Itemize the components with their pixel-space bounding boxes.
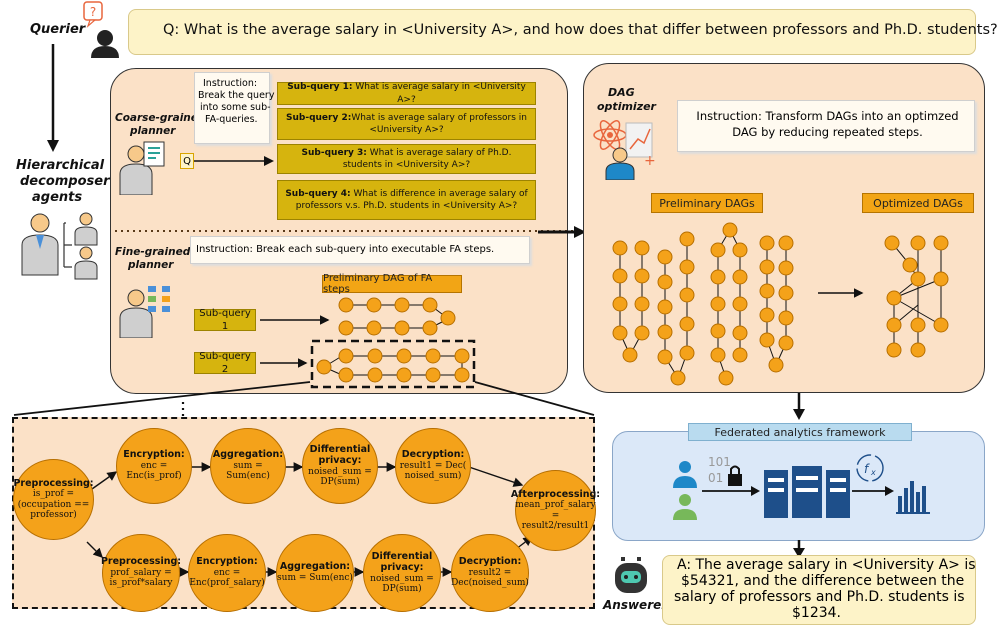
coarse-instruction-line-2: Break the query (198, 90, 275, 101)
dag-instruction-text: Instruction: Transform DAGs into an opti… (696, 109, 959, 140)
querier-icon: ? (83, 1, 119, 58)
question-text: Q: What is the average salary in <Univer… (163, 22, 997, 38)
coarse-to-subquery-arrow (194, 156, 274, 166)
svg-text:?: ? (90, 5, 96, 19)
fine-planner-icon (118, 282, 176, 339)
coarse-instruction-note (194, 72, 270, 144)
decomposer-agents-icon (14, 205, 104, 280)
fine-planner-label-1: Fine-grained (115, 246, 191, 258)
optimizer-to-framework-arrow (793, 393, 805, 420)
fa-framework-tag: Federated analytics framework (688, 423, 912, 441)
fine-instruction-text: Instruction: Break each sub-query into e… (196, 244, 495, 255)
q-token: Q (180, 153, 194, 169)
fa-step-encryption-1: Encryption:enc =Enc(is_prof) (116, 428, 192, 504)
prelim-dags-tag: Preliminary DAGs (651, 193, 763, 213)
server-icon (764, 466, 850, 518)
fa-step-aggregation-1: Aggregation:sum = Sum(enc) (210, 428, 286, 504)
dags-diagram (612, 222, 949, 386)
coarse-planner-icon (118, 140, 170, 196)
coarse-planner-label-2: planner (130, 125, 176, 137)
dag-optimizer-label-2: optimizer (597, 100, 656, 113)
answer-line-2: $54321, and the difference between the (681, 573, 965, 589)
decomposer-label-1: Hierarchical (16, 158, 105, 173)
svg-text:+: + (644, 153, 656, 169)
fa-step-preprocessing-1: Preprocessing:is_prof =(occupation ==pro… (13, 459, 94, 540)
subquery-2-tag: Sub-query 2 (194, 351, 256, 375)
coarse-instruction-line-1: Instruction: (203, 78, 258, 89)
svg-text:f: f (864, 462, 870, 476)
decomposer-label-2: decomposer (20, 174, 110, 189)
fa-framework-graphic: 101 01 f x (673, 454, 930, 520)
coarse-instruction-line-4: FA-queries. (205, 114, 258, 125)
decomposer-label-3: agents (32, 190, 83, 205)
querier-down-arrow (47, 44, 59, 152)
answerer-icon (611, 553, 651, 597)
optimized-dags-tag: Optimized DAGs (862, 193, 974, 213)
dag-optimizer-label-1: DAG (608, 86, 635, 99)
subquery-1-box: Sub-query 1: What is average salary in <… (277, 82, 536, 105)
answer-box (662, 555, 976, 625)
prelim-dag-fa-tag: Preliminary DAG of FA steps (322, 273, 462, 295)
planner-divider (115, 230, 575, 232)
framework-to-answer-arrow (793, 540, 805, 558)
lock-icon (728, 465, 742, 486)
coarse-planner-label-1: Coarse-grained (115, 112, 206, 124)
answerer-label: Answerer (603, 598, 668, 612)
subquery-1-tag: Sub-query 1 (194, 308, 256, 332)
svg-text:101: 101 (708, 455, 731, 469)
bar-chart-icon (896, 481, 930, 514)
querier-label: Querier (30, 22, 86, 37)
querier-avatar: ? (78, 0, 124, 60)
fa-step-aggregation-2: Aggregation:sum = Sum(enc) (276, 534, 354, 612)
planner-to-optimizer-arrow (538, 226, 586, 238)
subquery-4-box: Sub-query 4: What is difference in avera… (277, 180, 536, 220)
fa-step-decryption-1: Decryption:result1 = Dec(noised_sum) (395, 428, 471, 504)
fine-planner-label-2: planner (128, 259, 174, 271)
fa-step-preprocessing-2: Preprocessing:prof_salary =is_prof*salar… (101, 534, 181, 612)
subquery-3-box: Sub-query 3: What is average salary of P… (277, 144, 536, 174)
fine-instruction-note (190, 236, 530, 264)
zoom-projection (13, 381, 595, 418)
fa-step-decryption-2: Decryption:result2 = Dec(noised_sum) (451, 534, 529, 612)
dag-instruction-note (677, 100, 975, 152)
subquery-2-box: Sub-query 2:What is average salary of pr… (277, 108, 536, 140)
function-icon: f x (856, 454, 884, 482)
fa-steps-edges (86, 462, 534, 577)
clients-icon (673, 461, 697, 520)
dag-optimizer-icon: + (590, 115, 660, 181)
fa-step-afterprocessing: Afterprocessing:mean_prof_salary=result2… (511, 470, 600, 551)
answer-line-4: $1234. (792, 605, 841, 621)
svg-text:01: 01 (708, 471, 723, 485)
answer-line-3: salary of professors and Ph.D. students … (674, 589, 965, 605)
question-box (128, 9, 976, 55)
answer-line-1: A: The average salary in <University A> … (677, 557, 976, 573)
coarse-instruction-line-3: into some sub- (200, 102, 271, 113)
fa-step-encryption-2: Encryption:enc =Enc(prof_salary) (188, 534, 266, 612)
fa-dag-diagram (260, 297, 476, 389)
svg-text:x: x (870, 468, 876, 477)
